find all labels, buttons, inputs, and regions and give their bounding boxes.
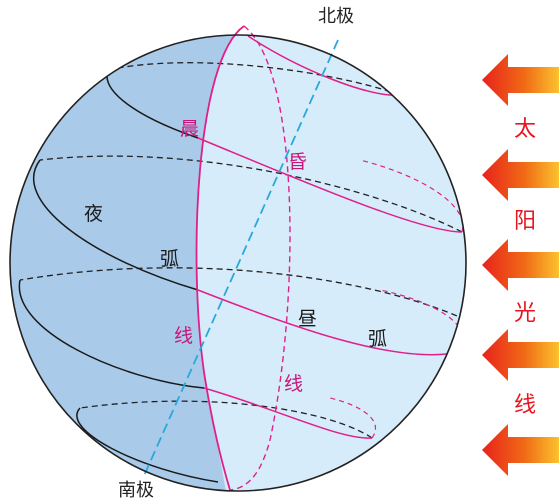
hun-label: 昏: [288, 151, 307, 173]
hu-night-label: 弧: [160, 248, 179, 270]
globe-outline: [9, 34, 467, 492]
sunlight-arrow: [482, 149, 559, 201]
sunlight-char: 太: [514, 117, 536, 142]
sunlight-arrow: [482, 329, 559, 381]
ye-label: 夜: [84, 203, 103, 225]
sunlight-arrow: [482, 239, 559, 291]
south-pole-label: 南极: [118, 480, 154, 501]
chen-label: 晨: [180, 118, 199, 140]
zhou-label: 昼: [298, 308, 317, 330]
sunlight-arrow: [482, 54, 559, 106]
sunlight-char: 线: [514, 393, 536, 418]
sunlight-char: 阳: [514, 209, 536, 234]
north-pole-label: 北极: [318, 6, 354, 27]
night-parallels-visible: [18, 69, 219, 483]
earth-axis: [142, 39, 339, 479]
xian-right-label: 线: [284, 373, 303, 395]
day-parallels-visible: [197, 35, 463, 439]
terminator: [195, 25, 291, 491]
xian-left-label: 线: [174, 325, 193, 347]
hu-day-label: 弧: [368, 328, 387, 350]
sunlight-char: 光: [514, 301, 536, 326]
sunlight-arrow: [482, 424, 559, 476]
